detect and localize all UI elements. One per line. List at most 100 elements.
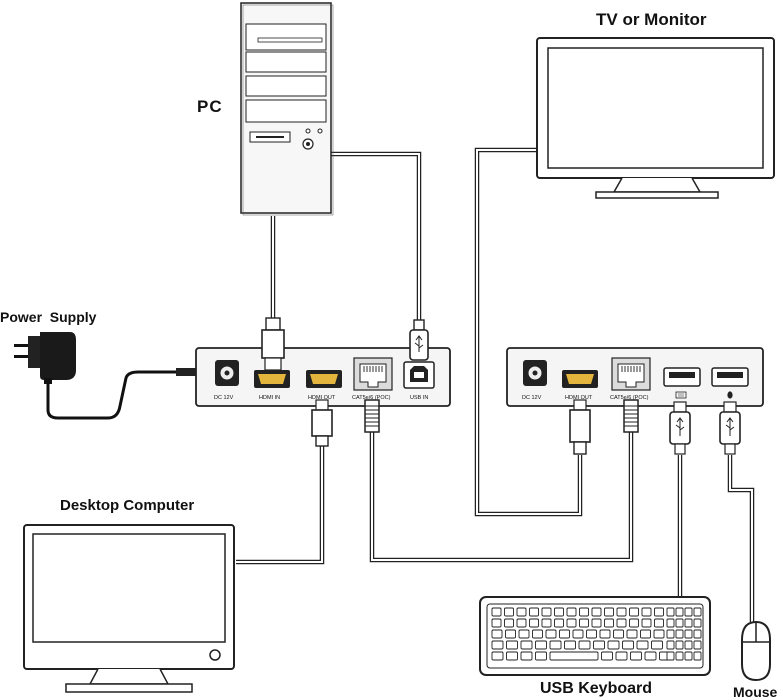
keyboard-key <box>613 629 624 639</box>
keyboard-key <box>491 651 504 661</box>
keyboard-key <box>504 618 514 628</box>
keyboard-key <box>640 629 651 639</box>
keyboard-key <box>641 607 652 617</box>
keyboard-key <box>654 607 664 617</box>
keyboard-key <box>586 629 597 639</box>
tx-hdmi-out-label: HDMI OUT <box>308 395 336 401</box>
keyboard-key <box>529 607 539 617</box>
keyboard-key <box>504 607 514 617</box>
keyboard-key <box>578 640 591 650</box>
keyboard-key <box>520 651 533 661</box>
keyboard-key <box>505 629 516 639</box>
keyboard-numpad-key <box>666 651 675 661</box>
keyboard-key <box>591 618 602 628</box>
keyboard-key <box>636 640 649 650</box>
transmitter-box: DC 12V HDMI IN HDMI OUT CAT5e/6 (POC) US… <box>195 347 451 407</box>
keyboard-numpad-key <box>666 640 675 650</box>
keyboard-key <box>554 607 564 617</box>
tv-monitor <box>536 37 775 199</box>
keyboard-numpad-key <box>693 607 702 617</box>
keyboard-key <box>516 618 527 628</box>
keyboard-key <box>506 651 518 661</box>
keyboard-key <box>653 629 665 639</box>
keyboard-numpad-key <box>684 640 693 650</box>
tx-hdmi-in-label: HDMI IN <box>259 395 280 401</box>
cable-hdmi-out-desktop <box>236 446 325 565</box>
keyboard-key <box>615 651 628 661</box>
keyboard-key <box>535 640 547 650</box>
keyboard-numpad-key <box>693 651 702 661</box>
keyboard-key <box>491 640 504 650</box>
keyboard-key <box>491 629 503 639</box>
keyboard-key <box>591 607 602 617</box>
keyboard-key <box>593 640 605 650</box>
usb-plug-keyboard <box>669 401 691 455</box>
keyboard-numpad-key <box>675 651 684 661</box>
keyboard-key <box>651 640 663 650</box>
cable-pc-usb <box>328 151 422 330</box>
cable-cat-link <box>369 432 634 563</box>
keyboard-numpad-key <box>693 640 702 650</box>
keyboard-numpad-key <box>675 618 684 628</box>
tv-monitor-label: TV or Monitor <box>596 10 707 29</box>
hdmi-plug-tx-out <box>311 399 333 447</box>
keyboard-key <box>572 629 584 639</box>
cable-rx-hdmi-tv <box>474 147 583 517</box>
cable-power <box>46 370 196 420</box>
cables <box>46 147 755 622</box>
keyboard-port-icon <box>675 391 687 399</box>
keyboard-numpad-key <box>666 607 675 617</box>
keyboard-key <box>616 618 627 628</box>
tx-usb-in-label: USB IN <box>410 395 428 401</box>
keyboard-key <box>654 618 664 628</box>
tx-cat-label: CAT5e/6 (POC) <box>352 395 391 401</box>
keyboard-key <box>566 618 577 628</box>
keyboard-numpad-key <box>675 607 684 617</box>
receiver-box: DC 12V HDMI OUT CAT5e/6 (POC) <box>506 347 764 407</box>
keyboard-key <box>579 607 589 617</box>
keyboard-key <box>559 629 570 639</box>
keyboard-key <box>604 607 614 617</box>
keyboard-key <box>616 607 627 617</box>
usb-plug-tx-in <box>409 319 429 361</box>
keyboard-key <box>532 629 543 639</box>
keyboard-key <box>579 618 589 628</box>
cable-mouse <box>727 455 755 622</box>
keyboard-key <box>629 618 639 628</box>
keyboard-key <box>599 629 611 639</box>
keyboard-key <box>518 629 530 639</box>
keyboard-numpad-key <box>684 629 693 639</box>
keyboard-key <box>564 640 576 650</box>
keyboard-key <box>549 640 562 650</box>
keyboard-key <box>607 640 620 650</box>
keyboard-key <box>554 618 564 628</box>
rx-dc-label: DC 12V <box>522 395 542 401</box>
keyboard-key <box>535 651 547 661</box>
keyboard-key <box>516 607 527 617</box>
power-adapter <box>14 332 76 384</box>
tx-dc-label: DC 12V <box>214 395 234 401</box>
keyboard-numpad-key <box>666 629 675 639</box>
keyboard-key <box>622 640 634 650</box>
keyboard-key <box>604 618 614 628</box>
keyboard-key <box>491 618 502 628</box>
keyboard-key <box>629 607 639 617</box>
rj45-plug-rx <box>623 399 639 433</box>
keyboard-key <box>491 607 502 617</box>
keyboard-numpad-key <box>693 629 702 639</box>
keyboard-numpad-key <box>675 640 684 650</box>
keyboard-key <box>549 651 599 661</box>
usb-plug-mouse <box>719 401 741 455</box>
keyboard-keys <box>491 607 702 661</box>
keyboard-numpad-key <box>666 618 675 628</box>
rj45-plug-tx <box>364 399 380 433</box>
keyboard-numpad-key <box>693 618 702 628</box>
desktop-monitor <box>23 524 235 693</box>
keyboard-key <box>626 629 638 639</box>
pc-tower <box>240 2 334 216</box>
rx-hdmi-out-label: HDMI OUT <box>565 395 593 401</box>
mouse <box>741 620 771 682</box>
hdmi-plug-rx-out <box>569 399 591 455</box>
keyboard-key <box>541 607 552 617</box>
